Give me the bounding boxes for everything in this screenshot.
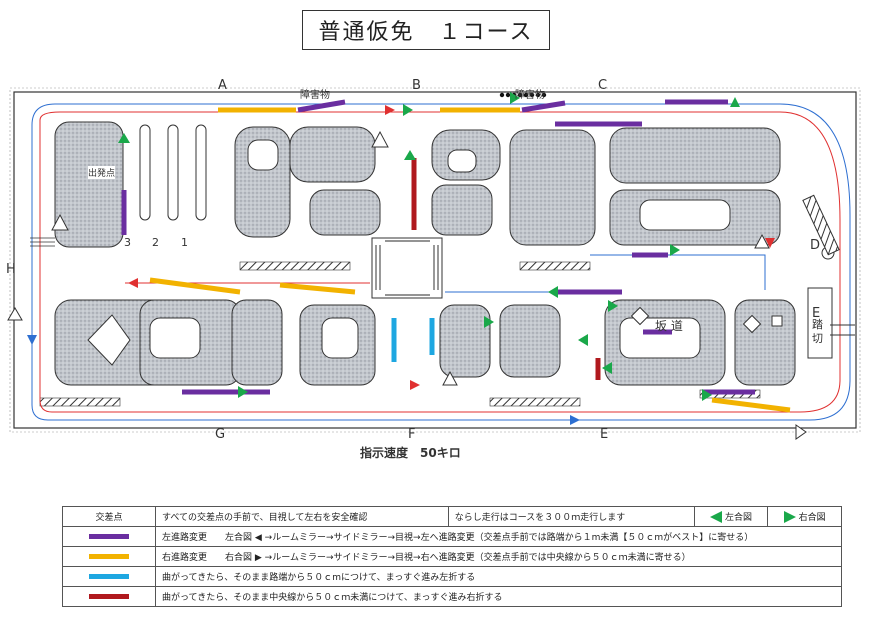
legend-text: 右合図 ▶ →ルームミラー→サイドミラー→目視→右へ進路変更（交差点手前では中央… xyxy=(225,553,691,563)
legend-text: 左合図 ◀ →ルームミラー→サイドミラー→目視→左へ進路変更（交差点手前では路端… xyxy=(225,533,754,543)
legend-text: 曲がってきたら、そのまま路端から５０ｃmにつけて、まっすぐ進み左折する xyxy=(155,566,842,587)
right-signal-cell: 右合図 xyxy=(767,506,842,527)
left-signal-label: 左合図 xyxy=(725,512,753,523)
right-signal-label: 右合図 xyxy=(798,512,826,523)
point-D: D xyxy=(810,238,821,253)
legend-row: 曲がってきたら、そのまま路端から５０ｃmにつけて、まっすぐ進み左折する xyxy=(62,566,842,587)
left-lane-change-marks xyxy=(121,99,755,395)
lane-1: 1 xyxy=(181,236,188,249)
outer-curb xyxy=(9,87,861,433)
right-signal-icon xyxy=(783,511,796,524)
point-E2: E xyxy=(600,427,609,442)
legend-text: すべての交差点の手前で、目視して左右を安全確認 xyxy=(155,506,449,527)
left-signal-cell: 左合図 xyxy=(693,506,769,527)
left-signal-icon xyxy=(710,511,723,524)
purple-swatch xyxy=(89,533,129,539)
legend-table: 交差点 すべての交差点の手前で、目視して左右を安全確認 ならし走行はコースを３０… xyxy=(62,506,842,607)
crossing-label: 踏 切 xyxy=(812,318,823,345)
route-blue xyxy=(31,103,851,421)
legend-row: 右進路変更 右合図 ▶ →ルームミラー→サイドミラー→目視→右へ進路変更（交差点… xyxy=(62,546,842,567)
course-map xyxy=(7,87,861,440)
point-C: C xyxy=(598,78,608,93)
legend-head: 左進路変更 xyxy=(162,533,208,543)
legend-head: 右進路変更 xyxy=(162,553,208,563)
point-G: G xyxy=(215,427,226,442)
right-lane-change-marks xyxy=(149,107,791,413)
slope-label: 坂 道 xyxy=(655,319,683,333)
signal-triangles xyxy=(118,92,740,401)
islands xyxy=(54,121,796,386)
red-swatch xyxy=(89,593,129,599)
legend-row: 交差点 すべての交差点の手前で、目視して左右を安全確認 ならし走行はコースを３０… xyxy=(62,506,842,527)
page-title: 普通仮免 １コース xyxy=(302,10,550,50)
red-marks xyxy=(411,158,601,380)
legend-row: 左進路変更 左合図 ◀ →ルームミラー→サイドミラー→目視→左へ進路変更（交差点… xyxy=(62,526,842,547)
route-red xyxy=(39,111,841,413)
cyan-swatch xyxy=(89,573,129,579)
cyan-marks xyxy=(391,318,435,362)
obstacle-label-2: 障害物 xyxy=(515,90,545,101)
speed-instruction: 指示速度 50キロ xyxy=(360,446,461,460)
point-F: F xyxy=(408,427,416,442)
start-label: 出発点 xyxy=(88,166,116,179)
point-B: B xyxy=(412,78,421,93)
legend-text: 曲がってきたら、そのまま中央線から５０ｃｍ未満につけて、まっすぐ進み右折する xyxy=(155,586,842,607)
point-H: H xyxy=(6,262,16,277)
central-intersection xyxy=(371,237,443,299)
obstacle-label-1: 障害物 xyxy=(300,90,330,101)
legend-text-2: ならし走行はコースを３００ｍ走行します xyxy=(447,506,695,527)
point-A: A xyxy=(218,78,227,93)
lane-3: 3 xyxy=(124,236,131,249)
sign-icons xyxy=(7,130,835,440)
legend-head: 交差点 xyxy=(62,506,156,527)
obstacle-dots xyxy=(499,92,547,98)
point-E1: E xyxy=(812,306,821,321)
lane-2: 2 xyxy=(152,236,159,249)
yellow-swatch xyxy=(89,553,129,559)
legend-row: 曲がってきたら、そのまま中央線から５０ｃｍ未満につけて、まっすぐ進み右折する xyxy=(62,586,842,607)
railway-crossing-box xyxy=(807,287,833,359)
